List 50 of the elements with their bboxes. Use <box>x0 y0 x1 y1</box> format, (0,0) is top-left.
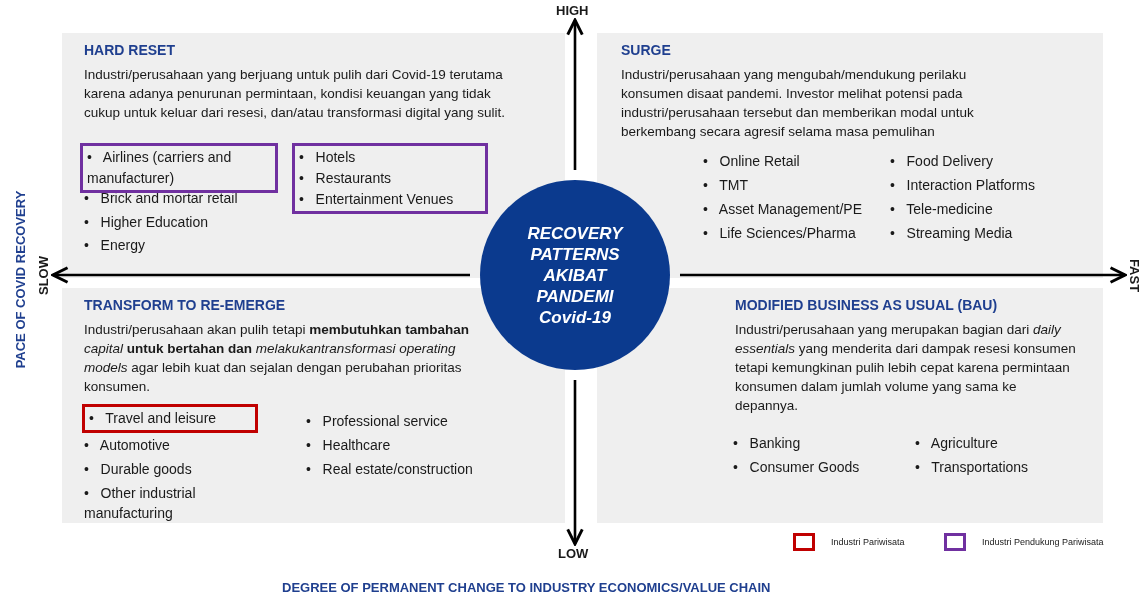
quadrant-heading: HARD RESET <box>84 42 175 58</box>
highlight-frame <box>82 404 258 433</box>
industry-item: • Airlines (carriers and manufacturer) <box>87 148 233 188</box>
industry-item: • Automotive <box>84 436 170 455</box>
highlight-frame <box>80 143 278 193</box>
axis-arrow <box>566 380 584 546</box>
industry-item: • Professional service <box>306 412 448 431</box>
industry-item: • Tele-medicine <box>890 200 993 219</box>
legend-text: Industri Pendukung Pariwisata <box>982 537 1104 547</box>
industry-item: • Transportations <box>915 458 1029 477</box>
quadrant-heading: SURGE <box>621 42 671 58</box>
industry-item: • Other industrial manufacturing <box>84 484 197 523</box>
axis-arrow <box>51 266 470 284</box>
industry-item: • Healthcare <box>306 436 391 455</box>
highlight-frame <box>292 143 488 214</box>
industry-item: • Higher Education <box>84 213 208 232</box>
quadrant-description: Industri/perusahaan akan pulih tetapi membutuhkan tambahan capital untuk bertahan dan melakukantransformasi operating models agar lebih kuat dan sejalan dengan perubahan prioritas konsumen. <box>84 321 470 396</box>
industry-item: • Durable goods <box>84 460 192 479</box>
circle-title: RECOVERY PATTERNS AKIBAT PANDEMI Covid-19 <box>526 222 625 328</box>
industry-item: • Hotels <box>299 148 357 167</box>
industry-item: • Brick and mortar retail <box>84 189 238 208</box>
quadrant-heading: MODIFIED BUSINESS AS USUAL (BAU) <box>735 297 998 313</box>
industry-item: • Real estate/construction <box>306 460 473 479</box>
industry-item: • Entertainment Venues <box>299 190 455 209</box>
axis-title: PACE OF COVID RECOVERY <box>12 189 28 371</box>
industry-item: • Interaction Platforms <box>890 176 1035 195</box>
industry-item: • Travel and leisure <box>89 409 218 428</box>
industry-item: • Online Retail <box>703 152 800 171</box>
axis-title: DEGREE OF PERMANENT CHANGE TO INDUSTRY ECONOMICS/VALUE CHAIN <box>282 580 771 595</box>
industry-item: • Asset Management/PE <box>703 200 862 219</box>
industry-item: • Banking <box>733 434 801 453</box>
axis-end-label: HIGH <box>556 3 589 18</box>
industry-item: • Life Sciences/Pharma <box>703 224 856 243</box>
axis-end-label: FAST <box>1127 258 1143 293</box>
industry-item: • Food Delivery <box>890 152 993 171</box>
axis-end-label: LOW <box>558 546 589 561</box>
industry-item: • Energy <box>84 236 145 255</box>
industry-item: • Restaurants <box>299 169 393 188</box>
industry-item: • Streaming Media <box>890 224 1013 243</box>
industry-item: • TMT <box>703 176 749 195</box>
axis-end-label: SLOW <box>36 256 51 295</box>
quadrant-description: Industri/perusahaan yang merupakan bagian dari daily essentials yang menderita dari dampak resesi konsumen tetapi kemungkinan pulih lebih cepat karena permintaan konsumen dalam jumlah volume yang sama ke depannya. <box>735 321 1077 415</box>
axis-arrow <box>566 18 584 170</box>
industry-item: • Agriculture <box>915 434 998 453</box>
axis-arrow <box>680 266 1127 284</box>
quadrant-description: Industri/perusahaan yang mengubah/mendukung perilaku konsumen disaat pandemi. Investor melihat potensi pada industri/perusahaan tersebut dan memberikan modal untuk berkembang secara agresif selama masa pemulihan <box>621 66 975 141</box>
industry-item: • Consumer Goods <box>733 458 860 477</box>
legend-text: Industri Pariwisata <box>831 537 905 547</box>
quadrant-heading: TRANSFORM TO RE-EMERGE <box>84 297 286 313</box>
quadrant-description: Industri/perusahaan yang berjuang untuk pulih dari Covid-19 terutama karena adanya penurunan permintaan, kondisi keuangan yang tidak cukup untuk keluar dari resesi, dan/atau transformasi digital yang sulit. <box>84 66 506 122</box>
